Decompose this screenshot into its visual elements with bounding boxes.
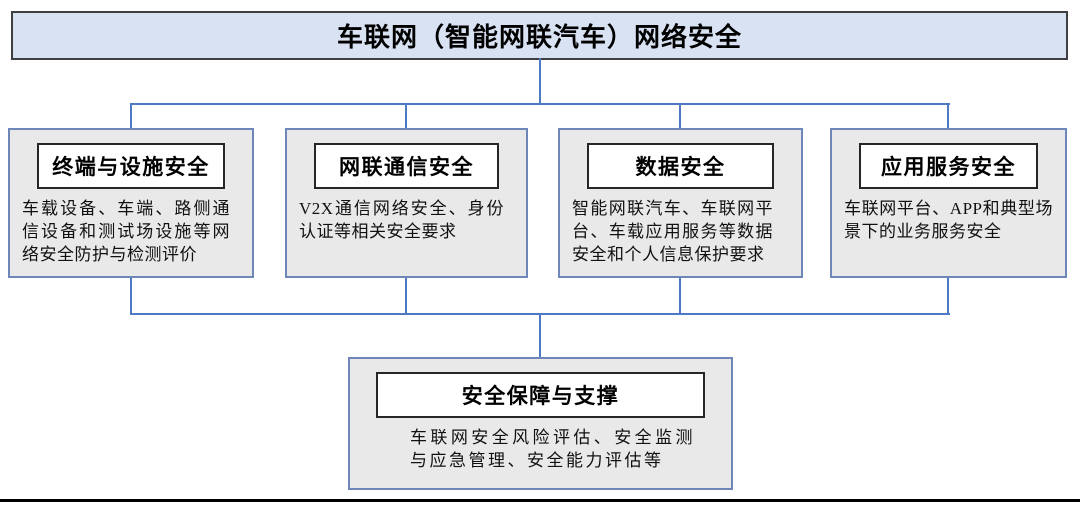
branch-header: 网联通信安全: [314, 143, 499, 189]
root-node-title: 车联网（智能网联汽车）网络安全: [11, 11, 1068, 60]
branch-description: V2X通信网络安全、身份认证等相关安全要求: [299, 199, 504, 241]
footer-security-support-node: 安全保障与支撑 车联网安全风险评估、安全监测与应急管理、安全能力评估等: [348, 357, 733, 490]
connector-stub-branch1-bottom: [130, 278, 132, 314]
branch-label: 网联通信安全: [339, 156, 474, 179]
branch-header: 应用服务安全: [859, 143, 1038, 189]
branch-label: 数据安全: [635, 156, 726, 179]
branch-description: 车联网平台、APP和典型场景下的业务服务安全: [844, 199, 1053, 241]
connector-stub-branch2-bottom: [405, 278, 407, 314]
branch-header: 数据安全: [587, 143, 774, 189]
connector-stub-branch1-top: [130, 103, 132, 130]
connector-stub-branch3-top: [679, 103, 681, 130]
footer-description: 车联网安全风险评估、安全监测与应急管理、安全能力评估等: [410, 428, 695, 470]
branch-label: 终端与设施安全: [52, 156, 210, 179]
branch-connected-communication-security: 网联通信安全 V2X通信网络安全、身份认证等相关安全要求: [285, 128, 528, 278]
connector-stub-branch4-bottom: [947, 278, 949, 314]
connector-footer-vertical: [539, 313, 541, 359]
branch-header: 终端与设施安全: [37, 143, 225, 189]
connector-stub-branch2-top: [405, 103, 407, 130]
connector-stub-branch4-top: [947, 103, 949, 130]
footer-label: 安全保障与支撑: [461, 385, 620, 408]
branch-terminal-facility-security: 终端与设施安全 车载设备、车端、路侧通信设备和测试场设施等网络安全防护与检测评价: [8, 128, 254, 278]
connector-stub-branch3-bottom: [679, 278, 681, 314]
connector-top-horizontal-bus: [130, 103, 950, 105]
connector-root-vertical: [539, 58, 541, 104]
branch-application-service-security: 应用服务安全 车联网平台、APP和典型场景下的业务服务安全: [830, 128, 1067, 278]
footer-header: 安全保障与支撑: [376, 372, 705, 418]
page-bottom-rule: [0, 499, 1080, 502]
branch-description: 智能网联汽车、车联网平台、车载应用服务等数据安全和个人信息保护要求: [572, 199, 773, 264]
root-node-label: 车联网（智能网联汽车）网络安全: [336, 22, 742, 52]
branch-description: 车载设备、车端、路侧通信设备和测试场设施等网络安全防护与检测评价: [22, 199, 230, 264]
branch-data-security: 数据安全 智能网联汽车、车联网平台、车载应用服务等数据安全和个人信息保护要求: [558, 128, 803, 278]
branch-label: 应用服务安全: [881, 156, 1016, 179]
